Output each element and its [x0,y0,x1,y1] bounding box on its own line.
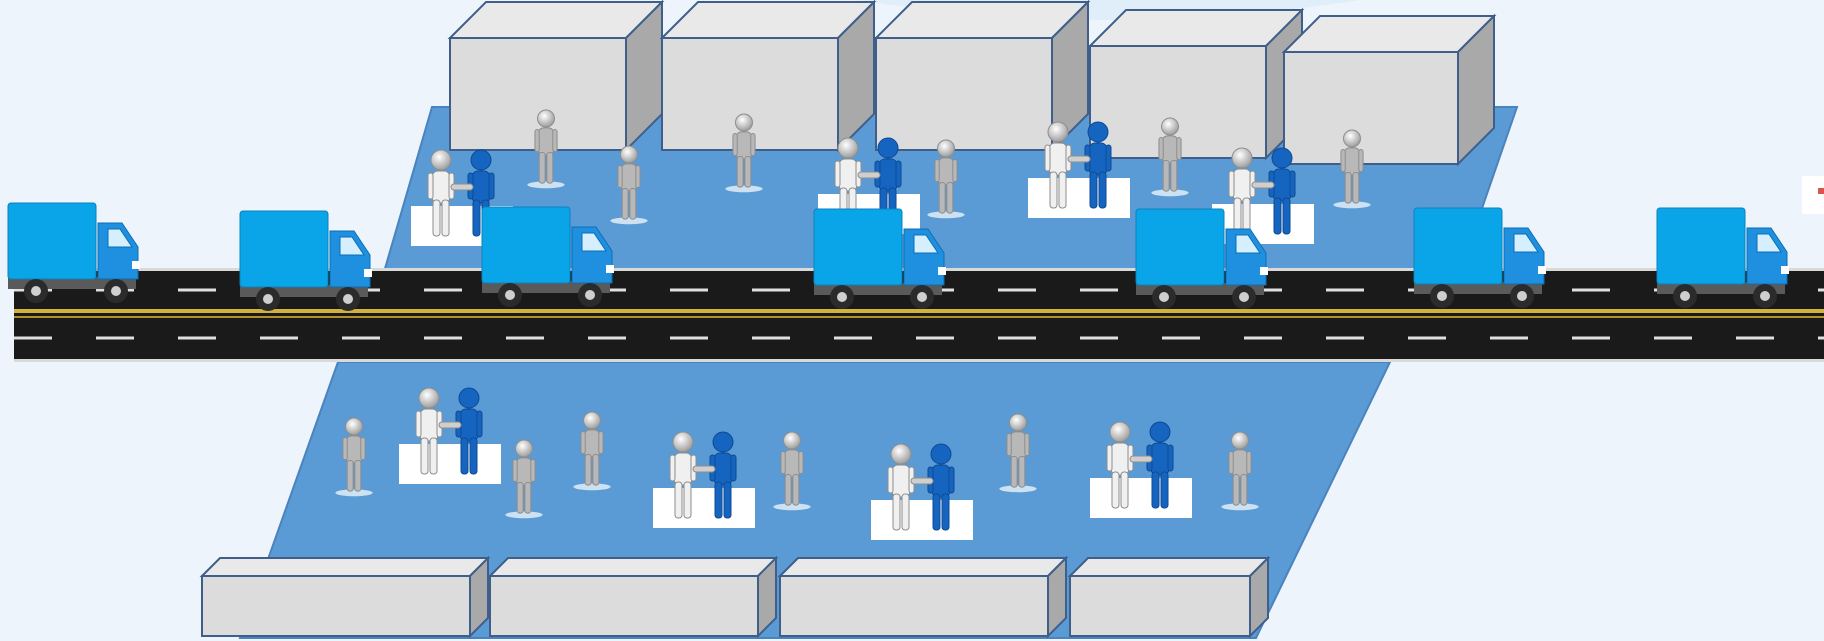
warehouse-upper-4 [1090,10,1302,158]
edge-fragment-mark [1818,188,1824,194]
warehouse-upper-2 [662,2,874,150]
truck-7 [1657,208,1789,308]
warehouse-lower-4 [1070,558,1268,636]
truck-6 [1414,208,1546,308]
upper-warehouses [450,2,1494,164]
warehouse-lower-1 [202,558,488,636]
edge-fragment [1802,176,1824,214]
truck-2 [240,211,372,311]
warehouse-upper-1 [450,2,662,150]
warehouse-lower-3 [780,558,1066,636]
warehouse-upper-5 [1284,16,1494,164]
trucks [8,203,1789,311]
truck-1 [8,203,140,303]
lower-warehouses [202,558,1268,636]
road-center-line [14,309,1824,313]
warehouse-lower-2 [490,558,776,636]
